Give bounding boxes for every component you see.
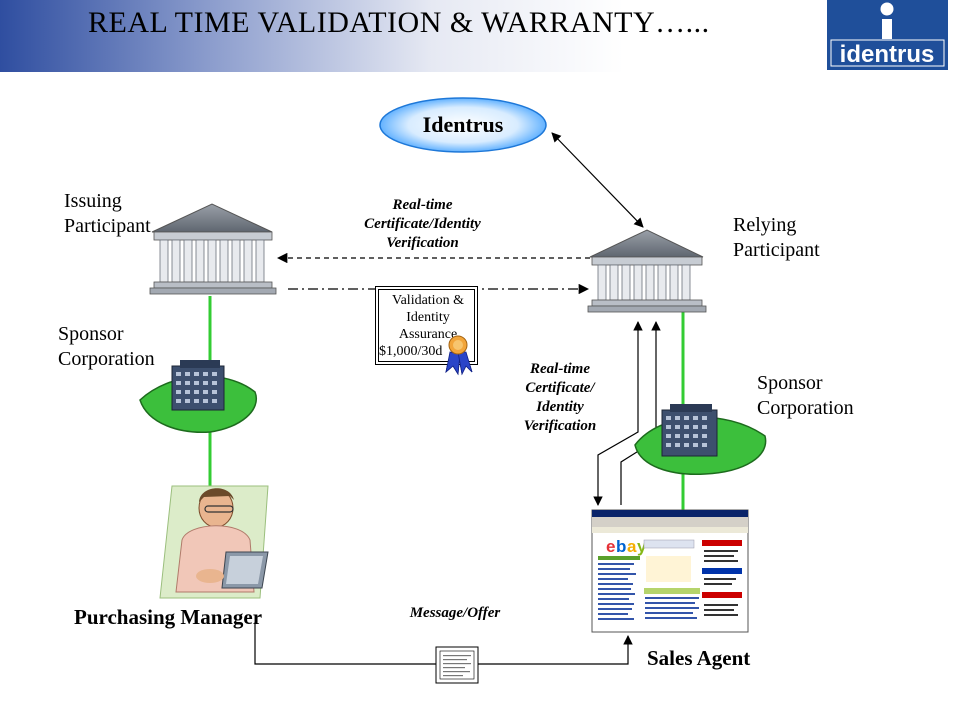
relying-participant-label-line2: Participant: [733, 239, 820, 261]
relying-participant-label-line1: Relying: [733, 214, 797, 236]
certificate-line2: Identity: [406, 310, 450, 325]
issuing-participant-label-line2: Participant: [64, 215, 151, 237]
header-bar: [0, 0, 960, 72]
sales-agent-browser-icon: e b a y: [591, 509, 749, 633]
message-offer-label: Message/Offer: [409, 605, 501, 621]
issuing-bank-icon: [149, 203, 277, 295]
identrus-logo: identrus: [827, 0, 948, 70]
sponsor-left-label-line2: Corporation: [58, 348, 155, 370]
arrow-identrus-relying: [551, 132, 644, 228]
sponsor-corporation-left-icon: [139, 360, 258, 433]
certificate-text: Validation & Identity Assurance $1,000/3…: [379, 292, 477, 360]
validation-certificate: Validation & Identity Assurance $1,000/3…: [378, 289, 475, 362]
top-annotation-line3: Verification: [386, 235, 459, 251]
right-annotation-line1: Real-time: [530, 361, 590, 377]
certificate-line3: Assurance: [398, 327, 458, 342]
sponsor-right-label-line1: Sponsor: [757, 372, 823, 394]
purchasing-manager-label: Purchasing Manager: [74, 605, 263, 629]
relying-bank-icon: [587, 229, 707, 313]
issuing-participant-label-line1: Issuing: [64, 190, 122, 212]
sponsor-corporation-right-icon: [634, 404, 767, 475]
certificate-line1: Validation &: [392, 293, 464, 308]
right-annotation-line3: Identity: [536, 399, 584, 415]
sponsor-left-label-line1: Sponsor: [58, 323, 124, 345]
message-document-icon: [435, 646, 479, 684]
identrus-oval: [379, 97, 547, 153]
sales-agent-label: Sales Agent: [647, 646, 751, 670]
identrus-logo-graphic: identrus: [827, 0, 948, 70]
identrus-node-label: Identrus: [422, 112, 504, 137]
top-annotation-line1: Real-time: [392, 197, 453, 213]
arrow-relying-sales-1: [593, 321, 643, 506]
svg-text:b: b: [616, 537, 626, 556]
svg-text:y: y: [637, 537, 647, 556]
right-annotation-line2: Certificate/: [525, 380, 595, 396]
top-annotation-line2: Certificate/Identity: [364, 216, 481, 232]
sponsor-right-label-line2: Corporation: [757, 397, 854, 419]
right-annotation-line4: Verification: [523, 418, 597, 434]
svg-text:e: e: [606, 537, 615, 556]
svg-text:a: a: [627, 537, 637, 556]
purchasing-manager-icon: [159, 485, 269, 599]
page-title: REAL TIME VALIDATION & WARRANTY…...: [88, 6, 710, 39]
certificate-line4: $1,000/30d: [379, 344, 443, 359]
logo-text: identrus: [840, 41, 935, 68]
